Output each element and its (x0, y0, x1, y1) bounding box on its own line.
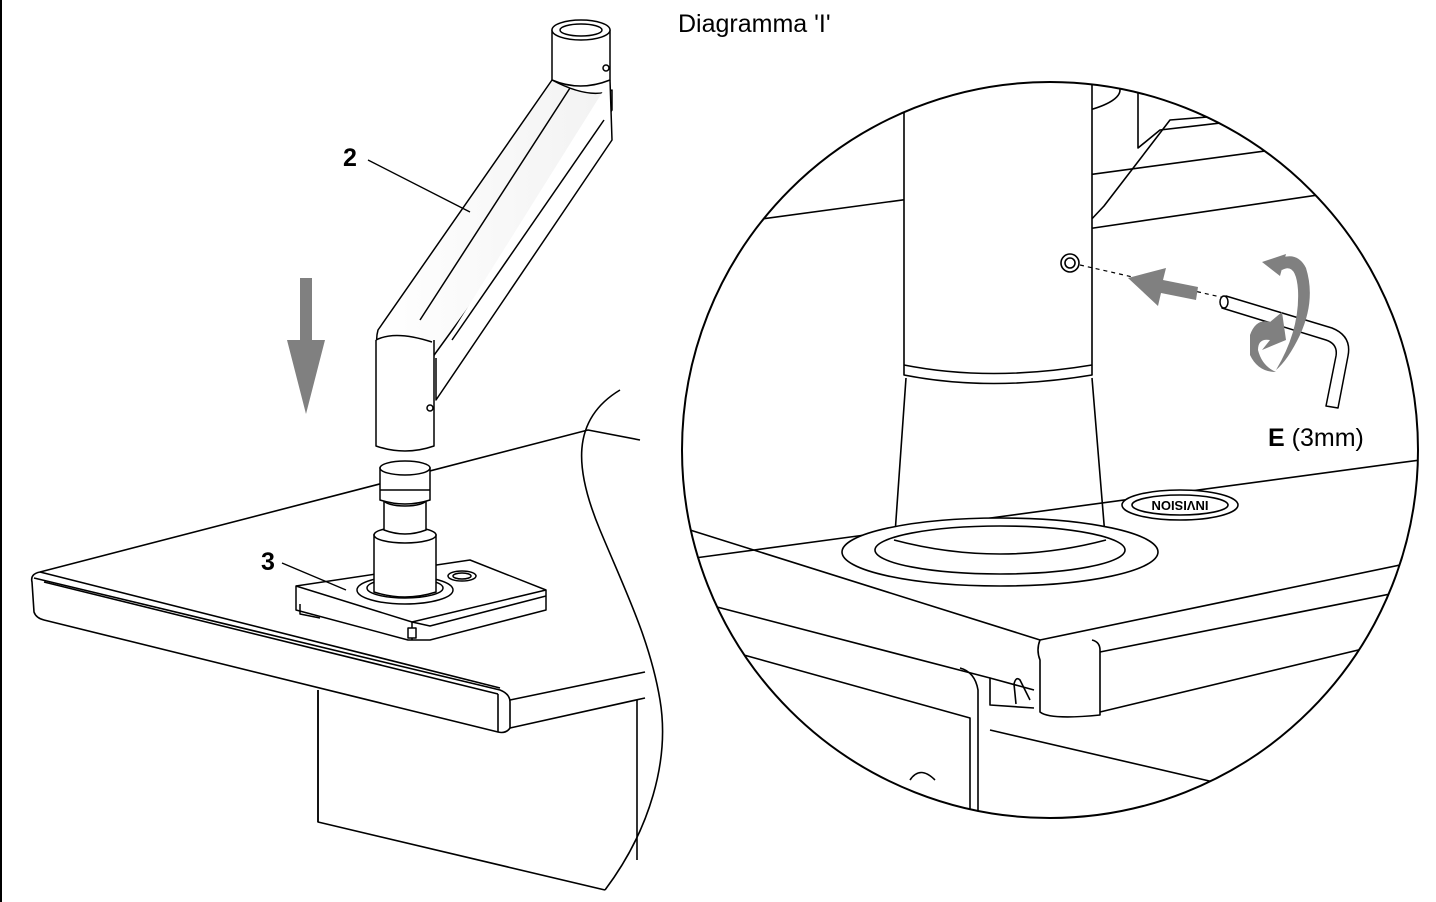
rotate-arrow-icon (1250, 254, 1310, 372)
desk (30, 429, 646, 891)
callout-arm-number: 2 (343, 144, 357, 172)
monitor-arm (375, 19, 613, 452)
detail-view (682, 82, 1418, 818)
tool-size: (3mm) (1291, 424, 1364, 452)
tool-label: E (3mm) (1268, 424, 1364, 453)
cut-line (580, 389, 664, 891)
pole (373, 460, 437, 598)
insert-arrow-icon (1128, 268, 1198, 306)
diagram-title: Diagramma 'I' (678, 10, 831, 38)
tool-letter: E (1268, 424, 1285, 452)
callout-base-number: 3 (261, 548, 275, 576)
allen-key-icon (1219, 295, 1350, 409)
down-arrow-icon (287, 278, 325, 414)
logo-text: INVISION (1151, 498, 1208, 513)
detail-circle (681, 81, 1419, 819)
